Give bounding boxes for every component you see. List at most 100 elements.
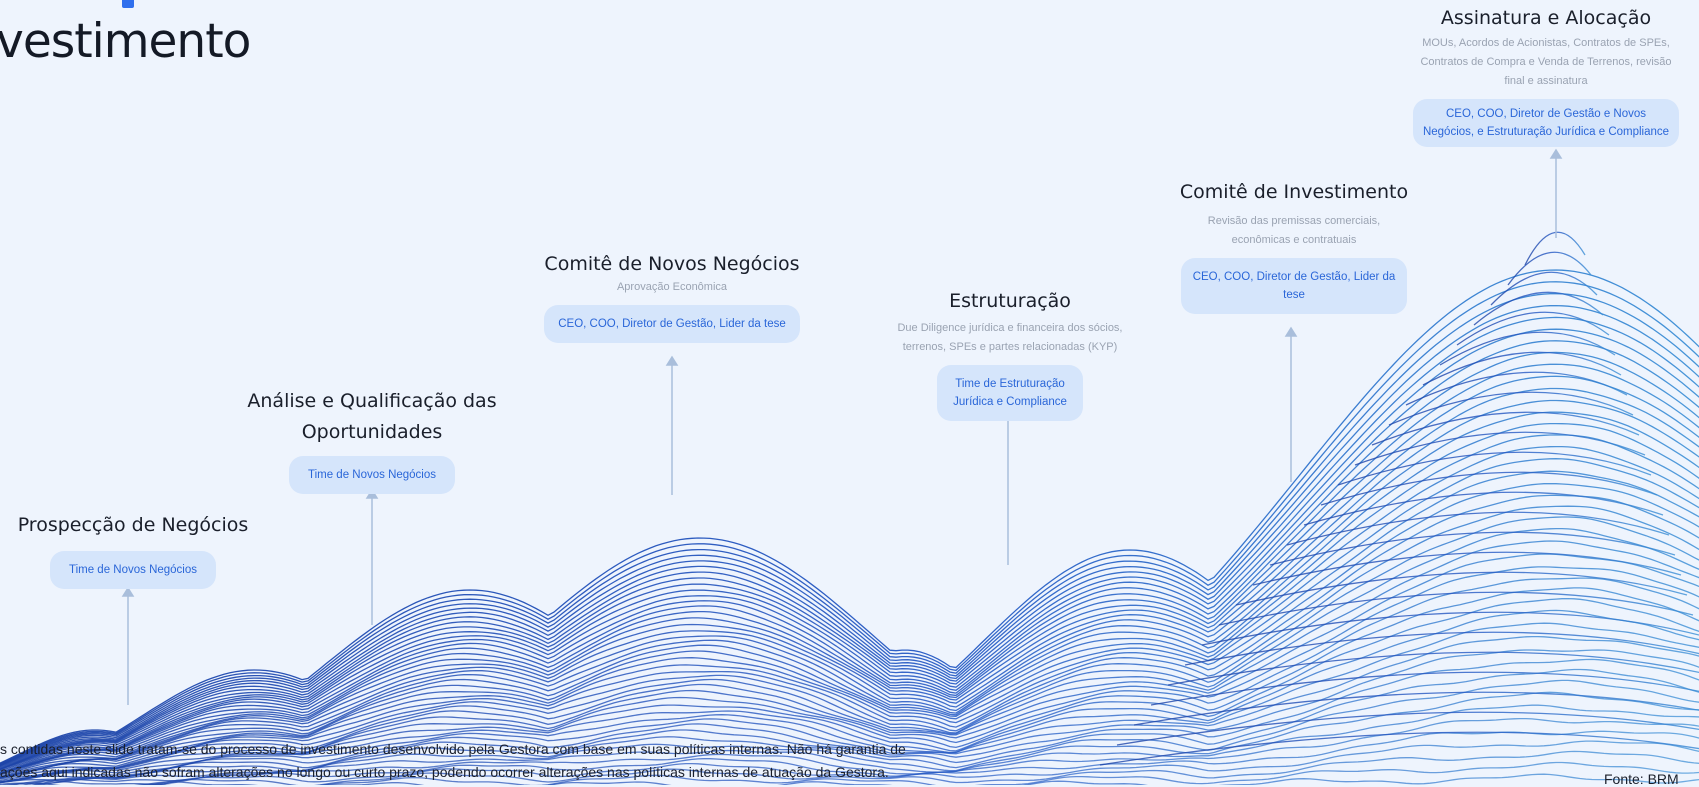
- contour-line: [0, 422, 1699, 772]
- contour-line: [1269, 531, 1676, 566]
- stage-estruturacao: Estruturação Due Diligence jurídica e fi…: [866, 287, 1154, 421]
- contour-line: [1150, 671, 1699, 706]
- contour-line: [1116, 711, 1699, 746]
- stage-description: Aprovação Econômica: [616, 281, 728, 293]
- contour-line: [1320, 471, 1658, 506]
- contour-line: [1252, 551, 1682, 586]
- contour-line: [0, 399, 1699, 770]
- contour-line: [0, 328, 1699, 767]
- contour-line: [0, 434, 1699, 773]
- contour-line: [133, 773, 1699, 785]
- owner-pill: CEO, COO, Diretor de Gestão, Lider da te…: [544, 305, 800, 343]
- arrow-up-icon: [121, 586, 135, 597]
- contour-line: [0, 635, 1699, 784]
- contour-line: [0, 482, 1699, 774]
- contour-line: [1473, 291, 1604, 326]
- owner-pill: CEO, COO, Diretor de Gestão e Novos Negó…: [1413, 99, 1679, 147]
- contour-line: [0, 740, 1699, 785]
- stage-prospeccao: Prospecção de Negócios Time de Novos Neg…: [8, 511, 258, 589]
- contour-line: [0, 577, 1699, 779]
- contour-line: [1167, 651, 1699, 686]
- stage-analise: Análise e Qualificação das Oportunidades…: [232, 386, 512, 494]
- contour-line: [0, 281, 1699, 765]
- page-title: vestimento: [0, 14, 251, 69]
- contour-line: [1286, 511, 1670, 546]
- contour-line: [0, 340, 1699, 768]
- contour-line: [0, 597, 1699, 782]
- stage-comite-novos-negocios: Comitê de Novos Negócios Aprovação Econô…: [522, 250, 822, 343]
- contour-line: [1507, 251, 1592, 286]
- contour-line: [1405, 371, 1628, 406]
- stage-title: Estruturação: [949, 290, 1071, 312]
- stage-description: Due Diligence jurídica e financeira dos …: [897, 322, 1123, 353]
- contour-line: [0, 351, 1699, 769]
- contour-line: [8, 730, 1699, 785]
- disclaimer-line: ações aqui indicadas não sofram alteraçõ…: [0, 764, 889, 780]
- contour-line: [0, 566, 1699, 779]
- contour-line: [1133, 691, 1699, 726]
- contour-line: [1099, 731, 1699, 766]
- contour-line: [0, 527, 1699, 779]
- stage-title: Assinatura e Alocação: [1440, 7, 1652, 29]
- stage-assinatura-alocacao: Assinatura e Alocação MOUs, Acordos de A…: [1400, 4, 1692, 147]
- contour-line: [138, 761, 1699, 785]
- contour-line: [0, 269, 1699, 764]
- contour-line: [0, 505, 1699, 776]
- contour-line: [0, 494, 1699, 775]
- contour-line: [0, 375, 1699, 770]
- contour-line: [0, 622, 1699, 784]
- owner-pill: CEO, COO, Diretor de Gestão, Lider da te…: [1181, 258, 1407, 314]
- owner-pill: Time de Estruturação Jurídica e Complian…: [937, 365, 1083, 421]
- stage-comite-investimento: Comitê de Investimento Revisão das premi…: [1164, 178, 1424, 314]
- contour-line: [0, 458, 1699, 775]
- owner-pill: Time de Novos Negócios: [50, 551, 216, 589]
- contour-line: [0, 679, 1699, 785]
- contour-line: [0, 668, 1699, 784]
- contour-line: [0, 316, 1699, 767]
- stage-description: Revisão das premissas comerciais, econôm…: [1207, 215, 1381, 246]
- stage-description: MOUs, Acordos de Acionistas, Contratos d…: [1420, 37, 1672, 87]
- contour-line: [6, 750, 1699, 785]
- arrow-up-icon: [1284, 326, 1298, 337]
- title-accent-bar: [122, 0, 134, 8]
- disclaimer-line: s contidas neste slide tratam-se do proc…: [0, 741, 906, 757]
- contour-line: [0, 649, 1699, 783]
- contour-line: [22, 691, 1699, 785]
- stage-title: Comitê de Novos Negócios: [544, 253, 800, 275]
- contour-line: [0, 609, 1699, 783]
- contour-line: [1456, 311, 1610, 346]
- contour-line: [0, 387, 1699, 771]
- stage-title: Prospecção de Negócios: [17, 514, 249, 536]
- arrow-up-icon: [665, 355, 679, 366]
- owner-pill: Time de Novos Negócios: [289, 456, 455, 494]
- contour-line: [1524, 231, 1586, 266]
- contour-line: [1303, 491, 1664, 526]
- contour-line: [19, 717, 1699, 785]
- stage-title: Análise e Qualificação das Oportunidades: [247, 390, 497, 443]
- stage-title: Comitê de Investimento: [1179, 181, 1409, 203]
- contour-line: [0, 411, 1699, 771]
- contour-line: [1388, 391, 1634, 426]
- contour-line: [0, 293, 1699, 766]
- contour-line: [0, 445, 1699, 775]
- contour-line: [1218, 591, 1694, 626]
- contour-line: [1201, 611, 1699, 646]
- contour-line: [1439, 331, 1616, 366]
- contour-line: [1371, 411, 1640, 446]
- arrow-up-icon: [365, 488, 379, 499]
- contour-line: [1337, 451, 1652, 486]
- contour-line: [0, 304, 1699, 766]
- contour-line: [1235, 571, 1688, 606]
- contour-line: [0, 470, 1699, 775]
- arrow-up-icon: [1549, 148, 1563, 159]
- contour-line: [0, 363, 1699, 770]
- source-label: Fonte: BRM: [1604, 771, 1679, 787]
- contour-line: [1184, 631, 1699, 666]
- contour-line: [0, 553, 1699, 779]
- disclaimer-note: s contidas neste slide tratam-se do proc…: [0, 738, 1100, 784]
- contour-line: [1354, 431, 1646, 466]
- contour-line: [1422, 351, 1622, 386]
- contour-line: [1490, 271, 1598, 306]
- contour-line: [0, 516, 1699, 778]
